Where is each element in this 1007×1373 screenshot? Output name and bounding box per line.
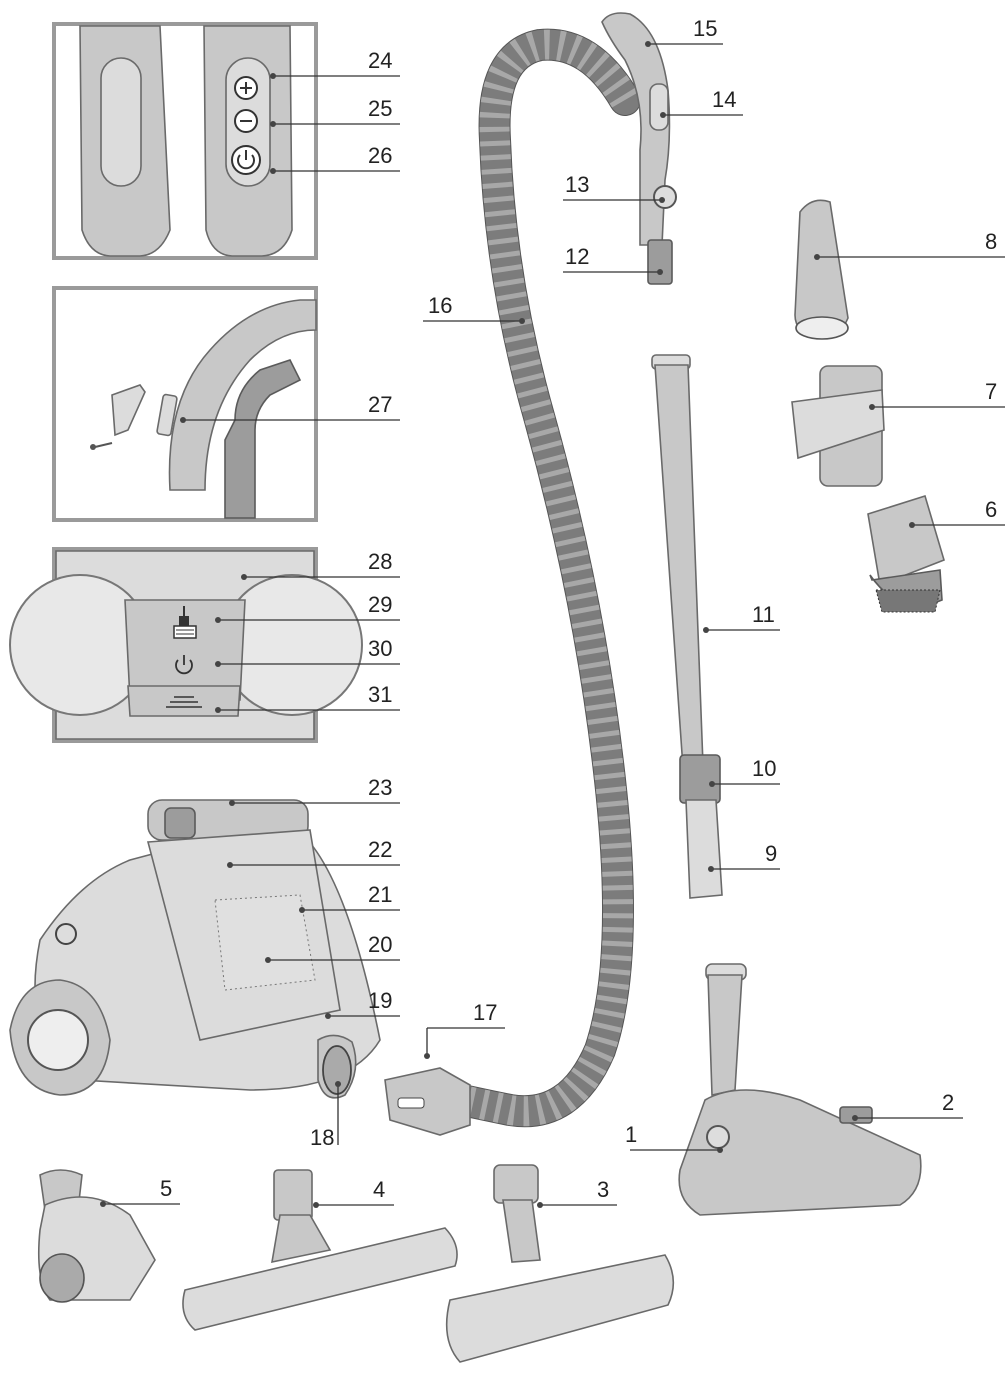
power-icon bbox=[175, 655, 193, 675]
crevice-nozzle bbox=[794, 199, 849, 340]
callout-18: 18 bbox=[310, 1125, 334, 1150]
inset-handle-controls bbox=[52, 22, 318, 260]
callout-22: 22 bbox=[368, 837, 392, 862]
turbo-floor-nozzle bbox=[678, 963, 922, 1216]
turbo-brush-nozzle bbox=[445, 1164, 675, 1363]
callout-21: 21 bbox=[368, 882, 392, 907]
callout-24: 24 bbox=[368, 48, 392, 73]
filter-icon bbox=[173, 625, 197, 639]
callout-25: 25 bbox=[368, 96, 392, 121]
callout-26: 26 bbox=[368, 143, 392, 168]
telescopic-tube bbox=[651, 354, 723, 899]
callout-15: 15 bbox=[693, 16, 717, 41]
callout-9: 9 bbox=[765, 841, 777, 866]
cord-rewind-icon bbox=[166, 696, 202, 708]
callout-27: 27 bbox=[368, 392, 392, 417]
adapter bbox=[791, 365, 885, 487]
callout-30: 30 bbox=[368, 636, 392, 661]
vacuum-main-body bbox=[9, 799, 381, 1099]
callout-3: 3 bbox=[597, 1177, 609, 1202]
dusting-brush bbox=[867, 494, 945, 613]
callout-5: 5 bbox=[160, 1176, 172, 1201]
callout-19: 19 bbox=[368, 988, 392, 1013]
callout-1: 1 bbox=[625, 1122, 637, 1147]
callout-10: 10 bbox=[752, 756, 776, 781]
power-icon bbox=[231, 145, 261, 175]
minus-icon bbox=[234, 109, 258, 133]
small-turbo-nozzle bbox=[37, 1169, 156, 1303]
plus-icon bbox=[234, 76, 258, 100]
callout-31: 31 bbox=[368, 682, 392, 707]
callout-28: 28 bbox=[368, 549, 392, 574]
dust-container-icon bbox=[179, 606, 189, 628]
callouts: 24 25 26 27 28 29 30 31 23 22 21 20 19 1… bbox=[100, 16, 1005, 1208]
callout-12: 12 bbox=[565, 244, 589, 269]
hose-connector bbox=[384, 1067, 471, 1136]
callout-2: 2 bbox=[942, 1090, 954, 1115]
callout-7: 7 bbox=[985, 379, 997, 404]
callout-16: 16 bbox=[428, 293, 452, 318]
callout-6: 6 bbox=[985, 497, 997, 522]
callout-20: 20 bbox=[368, 932, 392, 957]
callout-14: 14 bbox=[712, 87, 736, 112]
callout-23: 23 bbox=[368, 775, 392, 800]
inset-control-panel bbox=[9, 547, 363, 743]
handle-grip bbox=[601, 12, 677, 285]
callout-17: 17 bbox=[473, 1000, 497, 1025]
callout-8: 8 bbox=[985, 229, 997, 254]
callout-11: 11 bbox=[752, 602, 775, 627]
callout-29: 29 bbox=[368, 592, 392, 617]
inset-battery-compartment bbox=[52, 286, 318, 522]
callout-13: 13 bbox=[565, 172, 589, 197]
hose bbox=[404, 28, 641, 1128]
parquet-nozzle bbox=[182, 1169, 458, 1331]
callout-4: 4 bbox=[373, 1177, 385, 1202]
